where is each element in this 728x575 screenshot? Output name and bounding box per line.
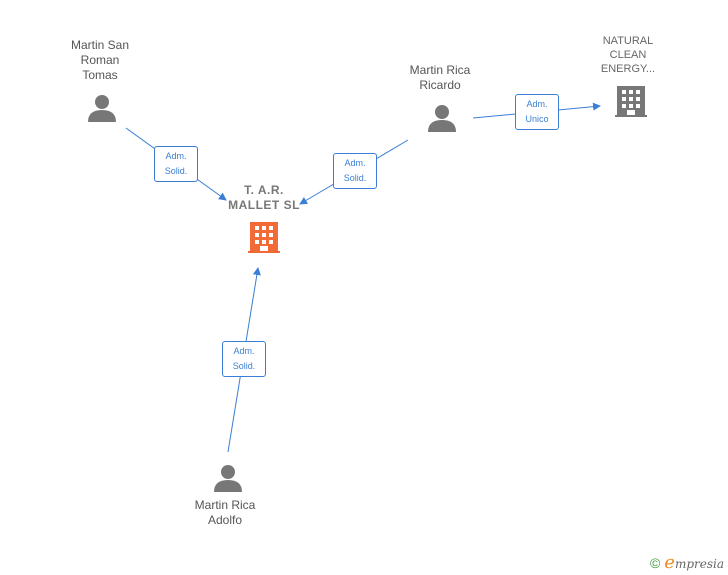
main-company-label[interactable]: T. A.R. MALLET SL — [214, 183, 314, 213]
person-icon-rica-ricardo[interactable] — [428, 105, 456, 132]
label-line: MALLET SL — [228, 198, 300, 212]
natural-clean-building-icon[interactable] — [615, 86, 647, 117]
person-label-rica-ricardo[interactable]: Martin Rica Ricardo — [395, 63, 485, 93]
edge-label-ricardo-to-natural[interactable]: Adm. Unico — [515, 94, 559, 130]
label-line: Roman — [80, 53, 120, 67]
edge-label-ricardo-to-main[interactable]: Adm. Solid. — [333, 153, 377, 189]
person-icon-san-roman[interactable] — [88, 95, 116, 122]
label-line: T. A.R. — [244, 183, 284, 197]
natural-clean-label[interactable]: NATURAL CLEAN ENERGY... — [588, 34, 668, 76]
person-label-rica-adolfo[interactable]: Martin Rica Adolfo — [180, 498, 270, 528]
edge-label-line: Adm. — [233, 346, 255, 356]
empresia-footer[interactable]: ©empresia — [650, 552, 724, 573]
label-line: Ricardo — [419, 78, 461, 92]
label-line: CLEAN — [609, 49, 647, 61]
label-line: NATURAL — [602, 35, 654, 47]
edge-label-line: Unico — [525, 114, 549, 124]
label-line: Martin Rica — [194, 498, 256, 512]
copyright-symbol: © — [649, 555, 661, 571]
edge-label-line: Solid. — [164, 166, 188, 176]
label-line: Martin San — [70, 38, 130, 52]
edge-label-line: Solid. — [232, 361, 256, 371]
label-line: Adolfo — [207, 513, 243, 527]
edge-label-line: Solid. — [343, 173, 367, 183]
person-label-san-roman[interactable]: Martin San Roman Tomas — [55, 38, 145, 83]
edge-label-line: Adm. — [344, 158, 366, 168]
edge-label-adolfo-to-main[interactable]: Adm. Solid. — [222, 341, 266, 377]
edge-label-san-roman-to-main[interactable]: Adm. Solid. — [154, 146, 198, 182]
edge-label-line: Adm. — [526, 99, 548, 109]
label-line: ENERGY... — [600, 63, 656, 75]
empresia-logo-initial: e — [664, 552, 675, 573]
edge-label-line: Adm. — [165, 151, 187, 161]
person-icon-rica-adolfo[interactable] — [214, 465, 242, 492]
empresia-logo-text: mpresia — [674, 557, 724, 571]
label-line: Martin Rica — [409, 63, 471, 77]
label-line: Tomas — [82, 68, 118, 82]
main-company-building-icon[interactable] — [248, 222, 280, 253]
